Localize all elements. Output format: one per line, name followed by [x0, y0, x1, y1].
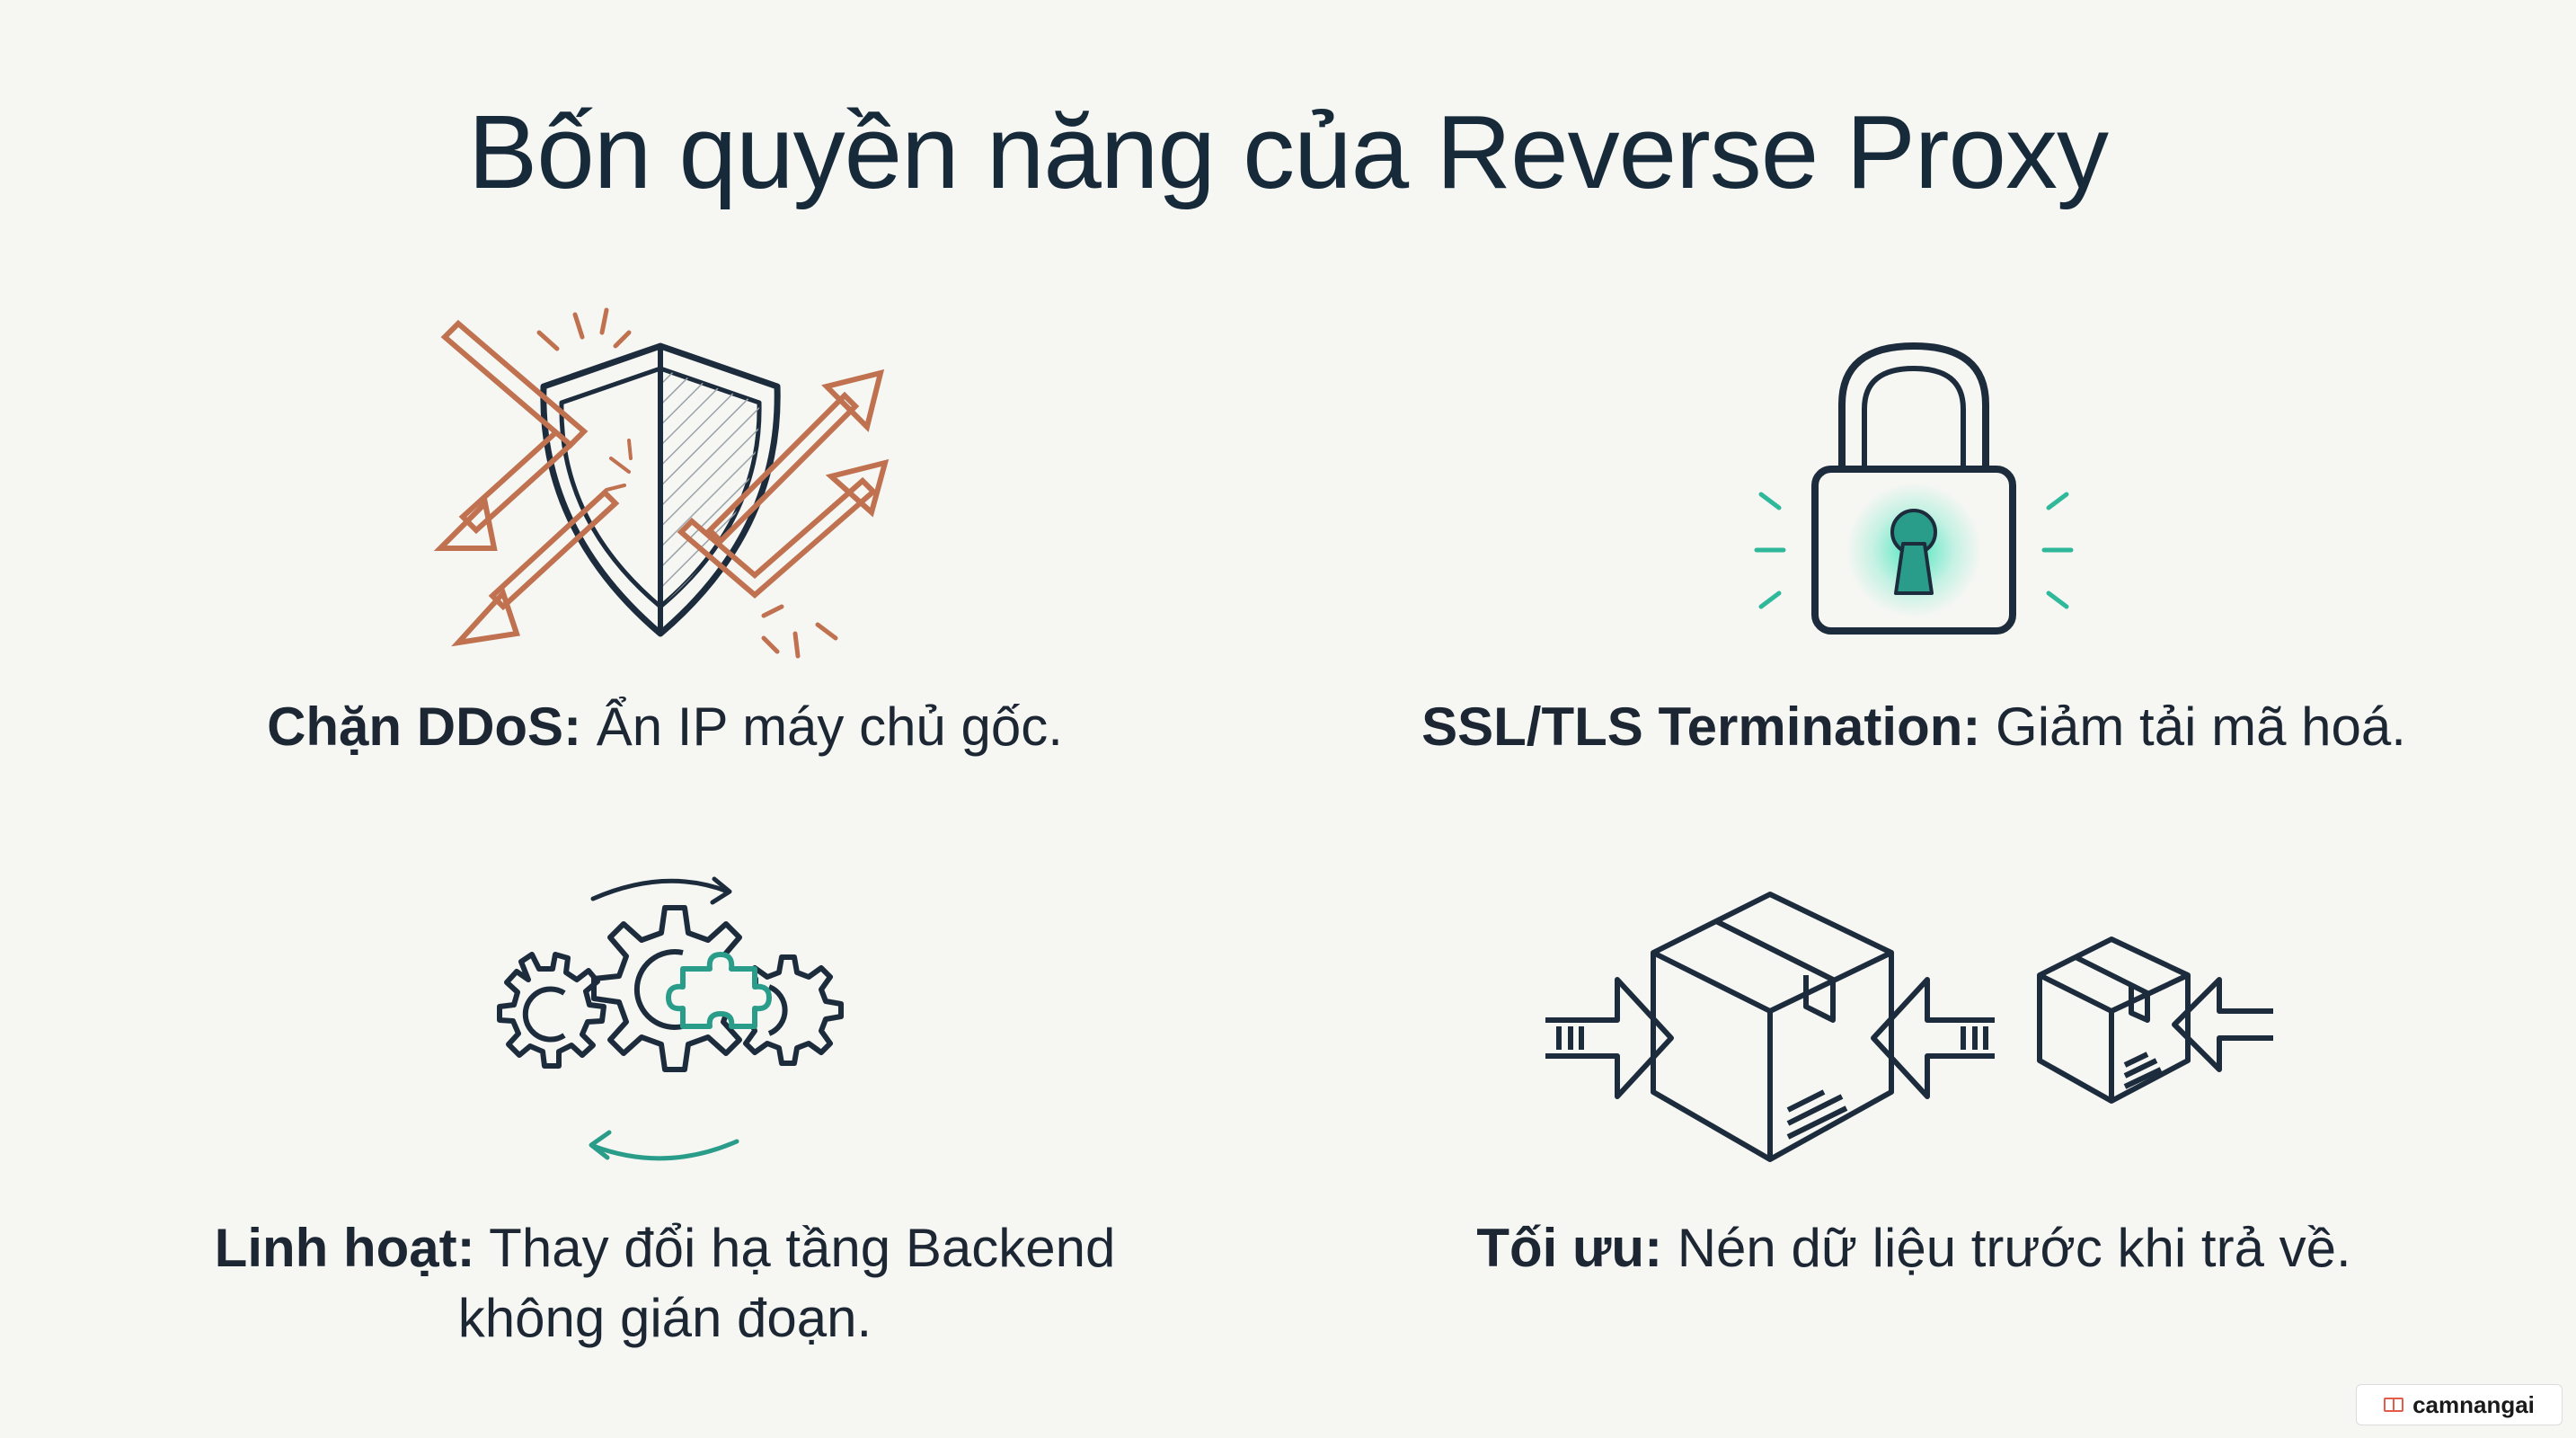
feature-optimize-label-text: Nén dữ liệu trước khi trả về. — [1662, 1218, 2351, 1278]
feature-ddos-caption: Chặn DDoS: Ẩn IP máy chủ gốc. — [153, 692, 1177, 762]
slide-title: Bốn quyền năng của Reverse Proxy — [467, 93, 2109, 210]
feature-flexible-label-text: Thay đổi hạ tầng Backend không gián đoạn… — [457, 1218, 1116, 1348]
gears-puzzle-icon — [497, 876, 844, 1161]
book-icon — [2384, 1398, 2404, 1412]
feature-ssl-caption: SSL/TLS Termination: Giảm tải mã hoá. — [1348, 692, 2480, 762]
feature-ddos-label-bold: Chặn DDoS: — [267, 697, 582, 757]
feature-flexible-label-bold: Linh hoạt: — [214, 1218, 475, 1278]
watermark-badge: camnangai — [2356, 1384, 2563, 1425]
feature-ssl-label-bold: SSL/TLS Termination: — [1421, 697, 1981, 757]
feature-flexible-caption: Linh hoạt: Thay đổi hạ tầng Backend khôn… — [198, 1213, 1132, 1354]
feature-ddos-label-text: Ẩn IP máy chủ gốc. — [581, 697, 1063, 757]
compress-boxes-icon — [1545, 892, 2273, 1162]
feature-optimize-label-bold: Tối ưu: — [1476, 1218, 1663, 1278]
feature-ssl-label-text: Giảm tải mã hoá. — [1980, 697, 2406, 757]
feature-optimize-caption: Tối ưu: Nén dữ liệu trước khi trả về. — [1402, 1213, 2426, 1283]
shield-arrows-icon — [433, 307, 890, 659]
padlock-icon — [1754, 342, 2074, 635]
watermark-text: camnangai — [2412, 1390, 2535, 1418]
